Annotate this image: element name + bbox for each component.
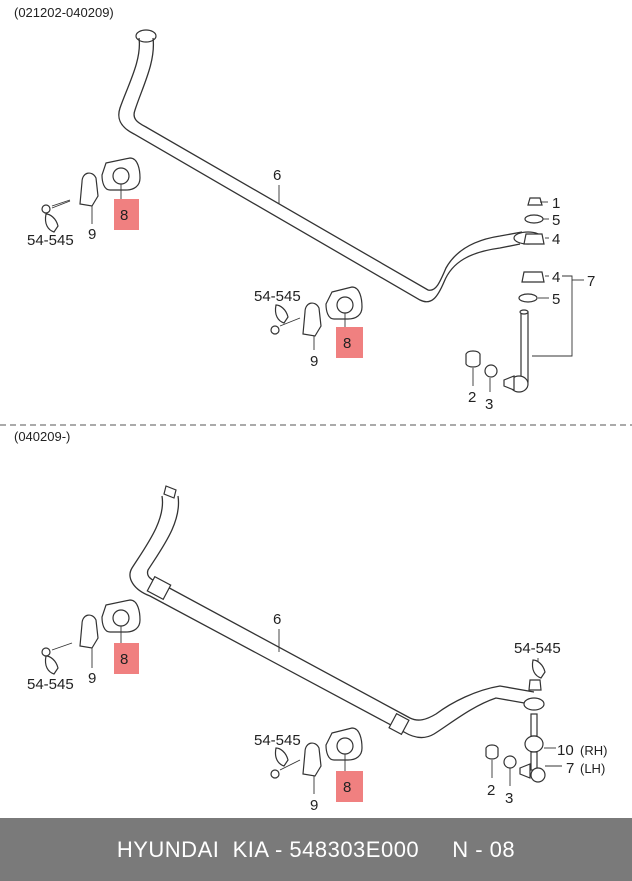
top-right-mount — [270, 286, 363, 337]
top-bush-b-label: 4 — [552, 269, 560, 286]
top-range-label: (021202-040209) — [14, 5, 114, 20]
top-left-mount — [41, 157, 141, 233]
bottom-bushing-right-label: 8 — [343, 779, 351, 796]
bottom-bushing-left-label: 8 — [120, 651, 128, 668]
top-washer-low-label: 3 — [485, 396, 493, 413]
bottom-link-rh-label: 10 — [557, 742, 574, 759]
top-washer-a-label: 5 — [552, 212, 560, 229]
top-nut-label: 1 — [552, 195, 560, 212]
bottom-left-mount — [41, 599, 141, 675]
bottom-link-lh-side: (LH) — [580, 761, 605, 776]
bottom-link-lh-label: 7 — [566, 760, 574, 777]
top-link-label: 7 — [587, 273, 595, 290]
top-stabilizer-bar — [118, 29, 543, 303]
bottom-link-assembly — [485, 659, 546, 783]
bottom-washer-low-label: 3 — [505, 790, 513, 807]
top-bolt-right-label: 54-545 — [254, 288, 301, 305]
top-bracket-left-label: 9 — [88, 226, 96, 243]
top-bushing-left-highlight — [114, 199, 139, 230]
bottom-stabilizer-bar — [129, 485, 545, 739]
bottom-bolt-right-label: 54-545 — [254, 732, 301, 749]
part-number-footer: HYUNDAI KIA - 548303E000 N - 08 — [0, 818, 632, 881]
top-link-assembly — [465, 197, 545, 393]
bottom-nut-low-label: 2 — [487, 782, 495, 799]
top-bar-label: 6 — [273, 167, 281, 184]
top-bushing-right-label: 8 — [343, 335, 351, 352]
parts-diagram: (021202-040209) 8 9 54-545 8 9 54-545 6 — [0, 5, 632, 814]
top-washer-b-label: 5 — [552, 291, 560, 308]
top-bolt-left-label: 54-545 — [27, 232, 74, 249]
bottom-bar-label: 6 — [273, 611, 281, 628]
top-bushing-right-highlight — [336, 327, 363, 358]
top-bushing-left-label: 8 — [120, 207, 128, 224]
bottom-bushing-right-highlight — [336, 771, 363, 802]
top-bracket-right-label: 9 — [310, 353, 318, 370]
bottom-bracket-right-label: 9 — [310, 797, 318, 814]
top-bush-a-label: 4 — [552, 231, 560, 248]
bottom-range-label: (040209-) — [14, 429, 70, 444]
bottom-link-rh-side: (RH) — [580, 743, 607, 758]
bottom-right-mount — [270, 727, 363, 779]
top-nut-low-label: 2 — [468, 389, 476, 406]
bottom-bracket-left-label: 9 — [88, 670, 96, 687]
bottom-bushing-left-highlight — [114, 643, 139, 674]
bottom-bolt-left-label: 54-545 — [27, 676, 74, 693]
bottom-bolt-link-label: 54-545 — [514, 640, 561, 657]
